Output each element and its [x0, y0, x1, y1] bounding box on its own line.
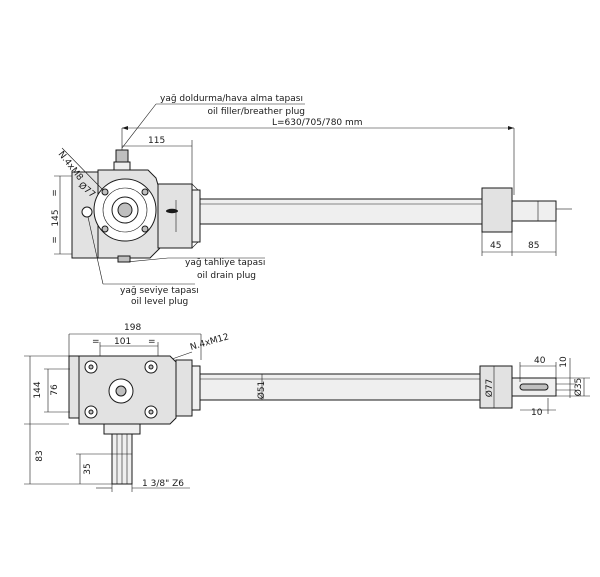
dim-198-101: 198 101 = = [68, 323, 202, 360]
bottom-center-plug [115, 385, 127, 397]
mount-hole-1-center [88, 364, 94, 370]
flange-bolt-3 [101, 225, 109, 233]
dim-144-label: 144 [33, 381, 43, 398]
bottom-housing-collar [191, 365, 201, 411]
collar-diameter-label: Ø77 [484, 379, 495, 398]
dim-35-label: 35 [83, 463, 93, 474]
spline-callout: 1 3/8" Z6 [96, 479, 190, 492]
spline-label: 1 3/8" Z6 [142, 479, 184, 489]
bottom-tube-collar [479, 365, 513, 409]
output-shaft-dims: 40 10 Ø35 10 [519, 356, 590, 418]
flange-bolt-2 [141, 188, 149, 196]
drain-level-callouts: yağ tahliye tapası oil drain plug yağ se… [87, 216, 265, 307]
dim-40-label: 40 [534, 356, 546, 366]
filler-plug-base [113, 161, 131, 171]
svg-text:=: = [50, 189, 60, 197]
shaft-diameter-label: Ø35 [573, 378, 584, 397]
drive-tube [199, 198, 483, 225]
dim-101-label: 101 [114, 337, 131, 347]
svg-text:=: = [148, 337, 156, 347]
dim-83-label: 83 [35, 450, 45, 461]
length-dimension: L=630/705/780 mm [121, 118, 515, 195]
tube-end-collar [481, 187, 513, 233]
output-keyway [519, 383, 549, 391]
housing-collar [191, 189, 201, 243]
dim-198-label: 198 [124, 323, 141, 333]
svg-text:=: = [50, 236, 60, 244]
mount-hole-2-center [148, 364, 154, 370]
dim-76-label: 76 [50, 384, 60, 396]
drive-tube-bottom: Ø51 Ø77 [199, 365, 557, 409]
dim-115: 115 [122, 136, 193, 185]
dim-45-85: 45 85 [481, 221, 557, 256]
bottom-drive-tube [199, 373, 483, 401]
mount-hole-3-center [88, 409, 94, 415]
housing-right-flange [157, 183, 193, 249]
dim-10-top-label: 10 [559, 356, 569, 368]
dim-10-bottom-label: 10 [531, 408, 543, 418]
breather-slot [166, 208, 178, 214]
bottom-left-dims: 144 76 83 35 [24, 355, 112, 485]
dim-145-label: 145 [51, 209, 61, 226]
dim-145: 145 = = [50, 175, 72, 255]
gearbox-housing-bottom [68, 355, 201, 425]
bottom-thread-label: N.4xM12 [189, 332, 230, 353]
bottom-housing-flange [175, 359, 193, 417]
svg-text:=: = [92, 337, 100, 347]
output-shaft [511, 200, 557, 222]
dim-85-label: 85 [528, 241, 539, 251]
drive-tube-top [199, 187, 572, 233]
filler-plug-label-tr: yağ doldurma/hava alma tapası [160, 94, 303, 104]
filler-plug [115, 149, 129, 163]
oil-drain-plug [117, 255, 131, 263]
filler-plug-callout: yağ doldurma/hava alma tapası oil filler… [121, 94, 305, 149]
dim-115-label: 115 [148, 136, 165, 146]
oil-level-plug [81, 206, 93, 218]
level-plug-label-en: oil level plug [131, 297, 188, 307]
drain-plug-label-en: oil drain plug [197, 271, 256, 281]
bottom-view: 198 101 = = N.4xM12 [24, 323, 590, 492]
tube-diameter-label: Ø51 [256, 381, 267, 400]
input-flange-ring [102, 187, 148, 233]
length-dimension-label: L=630/705/780 mm [272, 118, 363, 128]
input-shaft [103, 423, 141, 485]
drain-plug-label-tr: yağ tahliye tapası [185, 258, 265, 268]
gearbox-housing-top [71, 169, 201, 263]
mount-hole-4-center [148, 409, 154, 415]
level-plug-label-tr: yağ seviye tapası [120, 286, 199, 296]
flange-bolt-1 [101, 188, 109, 196]
dim-45-label: 45 [490, 241, 501, 251]
input-spline [117, 202, 133, 218]
bottom-left-lip [68, 355, 80, 419]
top-view: yağ doldurma/hava alma tapası oil filler… [50, 94, 572, 307]
filler-plug-label-en: oil filler/breather plug [207, 107, 305, 117]
flange-bolt-4 [141, 225, 149, 233]
input-shaft-collar [103, 423, 141, 435]
